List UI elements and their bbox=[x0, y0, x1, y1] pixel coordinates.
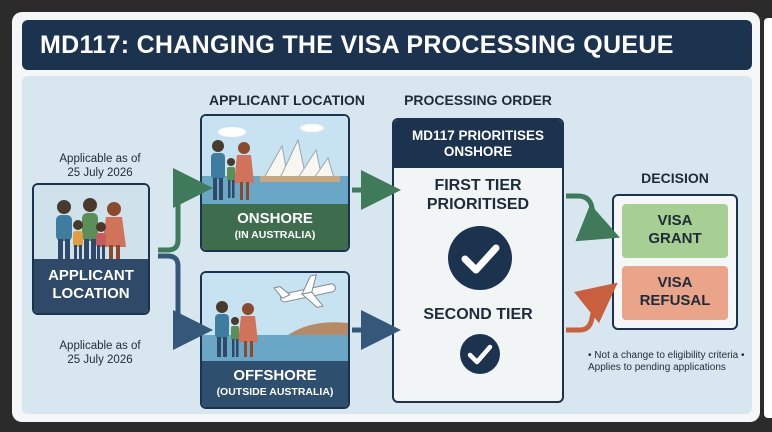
arrow-applicant-to-offshore bbox=[158, 253, 213, 350]
onshore-caption: ONSHORE (IN AUSTRALIA) bbox=[202, 204, 348, 250]
family-icon bbox=[34, 185, 148, 263]
offshore-sublabel: (OUTSIDE AUSTRALIA) bbox=[216, 386, 334, 398]
checkmark-icon-small bbox=[458, 332, 502, 376]
onshore-label: ONSHORE bbox=[237, 210, 313, 227]
checkmark-icon bbox=[446, 224, 514, 292]
offshore-card: OFFSHORE (OUTSIDE AUSTRALIA) bbox=[200, 271, 350, 409]
first-tier-label: FIRST TIER PRIORITISED bbox=[426, 177, 530, 213]
processing-head: MD117 PRIORITISES ONSHORE bbox=[394, 120, 562, 168]
footnote-bullets: • Not a change to eligibility criteria •… bbox=[588, 350, 745, 373]
header-processing-order: PROCESSING ORDER bbox=[404, 92, 552, 108]
page-title: MD117: CHANGING THE VISA PROCESSING QUEU… bbox=[40, 30, 674, 59]
title-bar: MD117: CHANGING THE VISA PROCESSING QUEU… bbox=[22, 20, 752, 70]
applicable-date-bottom: Applicable as of 25 July 2026 bbox=[59, 340, 141, 366]
visa-refusal: VISA REFUSAL bbox=[622, 266, 728, 320]
header-applicant-location: APPLICANT LOCATION bbox=[208, 92, 366, 108]
offshore-caption: OFFSHORE (OUTSIDE AUSTRALIA) bbox=[202, 361, 348, 407]
arrow-to-visa-refusal bbox=[566, 282, 618, 333]
onshore-sublabel: (IN AUSTRALIA) bbox=[234, 229, 316, 241]
processing-order-panel: MD117 PRIORITISES ONSHORE FIRST TIER PRI… bbox=[392, 118, 564, 403]
header-decision: DECISION bbox=[641, 170, 709, 186]
applicant-location-label: APPLICANT LOCATION bbox=[34, 259, 148, 313]
applicant-location-box: APPLICANT LOCATION bbox=[32, 183, 150, 315]
adjacent-window-edge bbox=[764, 18, 772, 418]
opera-house-icon bbox=[202, 116, 348, 208]
decision-box: VISA GRANT VISA REFUSAL bbox=[612, 194, 738, 330]
offshore-label: OFFSHORE bbox=[233, 367, 317, 384]
second-tier-label: SECOND TIER bbox=[423, 306, 533, 323]
airplane-icon bbox=[202, 273, 348, 365]
onshore-card: ONSHORE (IN AUSTRALIA) bbox=[200, 114, 350, 252]
visa-grant: VISA GRANT bbox=[622, 204, 728, 258]
arrow-applicant-to-onshore bbox=[158, 168, 213, 253]
applicable-date-top: Applicable as of 25 July 2026 bbox=[59, 153, 141, 179]
arrow-to-visa-grant bbox=[566, 193, 620, 242]
